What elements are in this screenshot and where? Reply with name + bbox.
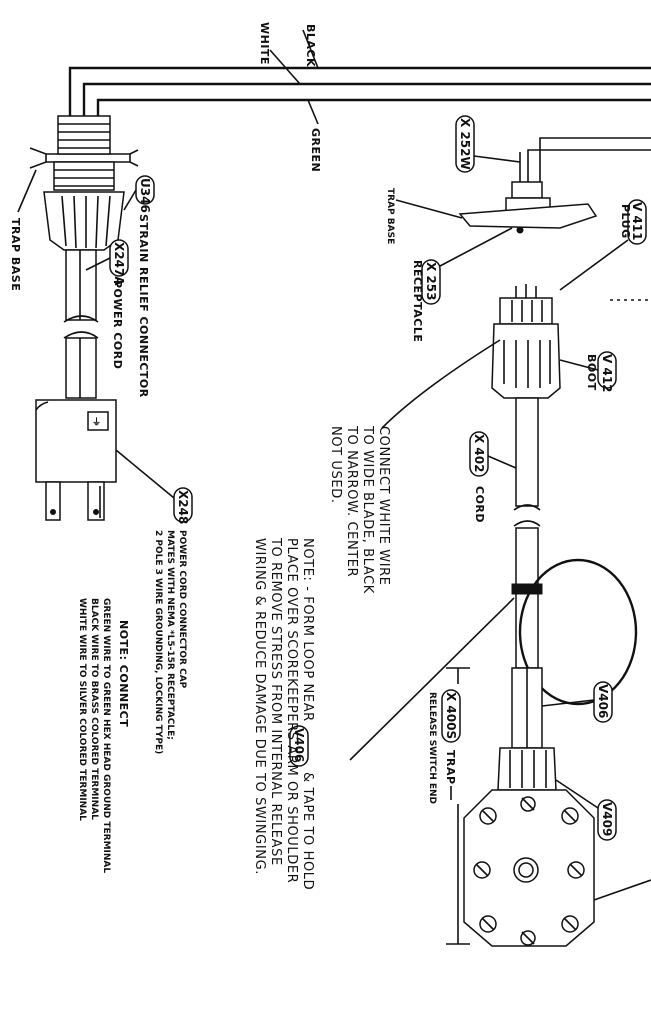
boot-label: BOOT: [585, 354, 598, 391]
part-x253: X 253: [424, 262, 438, 300]
trap-label: TRAP: [444, 750, 457, 785]
power-cord-label: POWER CORD: [111, 280, 124, 369]
power-cord-connector-cap: ⏚: [35, 399, 117, 521]
part-v412-callout: V 412 BOOT: [559, 299, 651, 393]
green-wire-label: GREEN: [309, 128, 322, 172]
part-x248: X248: [176, 490, 190, 524]
white-wire-label: WHITE: [258, 22, 271, 65]
connect-note-line-2: BLACK WIRE TO BRASS COLORED TERMINAL: [89, 598, 99, 820]
receptacle: [458, 181, 598, 234]
part-x252w: X 252W: [458, 118, 472, 170]
trap-base-label-right: TRAP BASE: [385, 188, 395, 244]
form-loop-line-4: WIRING & REDUCE DAMAGE DUE TO SWINGING.: [252, 538, 267, 875]
part-x247a: X247A: [112, 242, 126, 286]
part-v411-callout: V 411 PLUG: [559, 199, 647, 291]
part-v406: V406: [596, 684, 610, 718]
form-loop-line-2: PLACE OVER SCOREKEEPERS ARM OR SHOULDER: [284, 538, 299, 883]
form-loop-line-1: NOTE: - FORM LOOP NEAR: [300, 538, 315, 722]
trap-base-label-left: TRAP BASE: [9, 218, 22, 291]
white-wire-line-2: TO WIDE BLADE, BLACK: [360, 425, 375, 594]
cord-label: CORD: [473, 486, 486, 523]
form-loop-note: NOTE: - FORM LOOP NEAR V406 & TAPE TO HO…: [252, 537, 315, 890]
form-loop-line-3: TO REMOVE STRESS FROM INTERNAL RELEASE: [268, 537, 283, 866]
white-wire-line-3: TO NARROW. CENTER: [344, 425, 359, 577]
release-switch-end-label: RELEASE SWITCH END: [427, 692, 437, 804]
strain-relief-label: STRAIN RELIEF CONNECTOR: [137, 214, 150, 398]
plug-label: PLUG: [619, 204, 632, 239]
part-v409-callout: V409: [555, 779, 617, 841]
strain-relief-connector: [43, 115, 125, 321]
receptacle-label: RECEPTACLE: [411, 260, 424, 342]
cord-break: [63, 315, 99, 399]
white-wire-line-1: CONNECT WHITE WIRE: [376, 426, 391, 586]
part-u346: U346: [138, 178, 152, 213]
part-x247a-callout: X247A POWER CORD: [85, 239, 129, 369]
part-x402: X 402: [472, 434, 486, 472]
part-v411: V 411: [630, 202, 644, 241]
part-v412: V 412: [600, 354, 614, 393]
part-v406-callout: V406: [541, 681, 613, 723]
connect-note: NOTE: CONNECT GREEN WIRE TO GREEN HEX HE…: [77, 598, 130, 873]
trap-release-switch: [463, 667, 651, 947]
connect-note-line-3: WHITE WIRE TO SILVER COLORED TERMINAL: [77, 598, 87, 821]
part-x253-callout: X 253 RECEPTACLE: [411, 227, 513, 342]
connect-note-line-1: GREEN WIRE TO GREEN HEX HEAD GROUND TERM…: [101, 598, 111, 873]
main-cable: [68, 66, 651, 128]
part-x252w-callout: X 252W: [455, 115, 521, 173]
part-u346-callout: U346 STRAIN RELIEF CONNECTOR: [123, 175, 155, 398]
drop-wires: [519, 137, 651, 182]
wire-label-green: GREEN: [307, 99, 322, 172]
wire-label-black: BLACK: [302, 24, 319, 69]
form-loop-line-1b: & TAPE TO HOLD: [300, 772, 315, 890]
plug-body: [491, 284, 561, 507]
white-wire-line-4: NOT USED.: [328, 426, 343, 504]
cord-loop: [349, 504, 638, 761]
connector-cap-note: POWER CORD CONNECTOR CAP MATES WITH NEMA…: [153, 530, 187, 754]
white-wire-note: CONNECT WHITE WIRE TO WIDE BLADE, BLACK …: [328, 339, 501, 594]
trap-base-label-right-group: TRAP BASE: [385, 188, 463, 244]
part-v409: V409: [600, 802, 614, 836]
connector-cap-line-3: 2 POLE 3 WIRE GROUNDING, LOCKING TYPE): [153, 530, 163, 754]
part-v406-note: V406: [292, 728, 306, 762]
part-x400s: X 400S: [444, 692, 458, 739]
connect-note-title: NOTE: CONNECT: [117, 620, 130, 727]
connector-cap-line-1: POWER CORD CONNECTOR CAP: [177, 530, 187, 689]
wire-label-white: WHITE: [258, 22, 301, 85]
part-x402-callout: X 402 CORD: [469, 431, 517, 523]
ground-symbol: ⏚: [92, 417, 101, 428]
connector-cap-line-2: MATES WITH NEMA *L5-15R RECEPTACLE;: [165, 530, 175, 740]
part-x248-callout: X248: [115, 449, 193, 524]
part-x400s-callout: X 400S TRAP RELEASE SWITCH END: [427, 667, 470, 945]
